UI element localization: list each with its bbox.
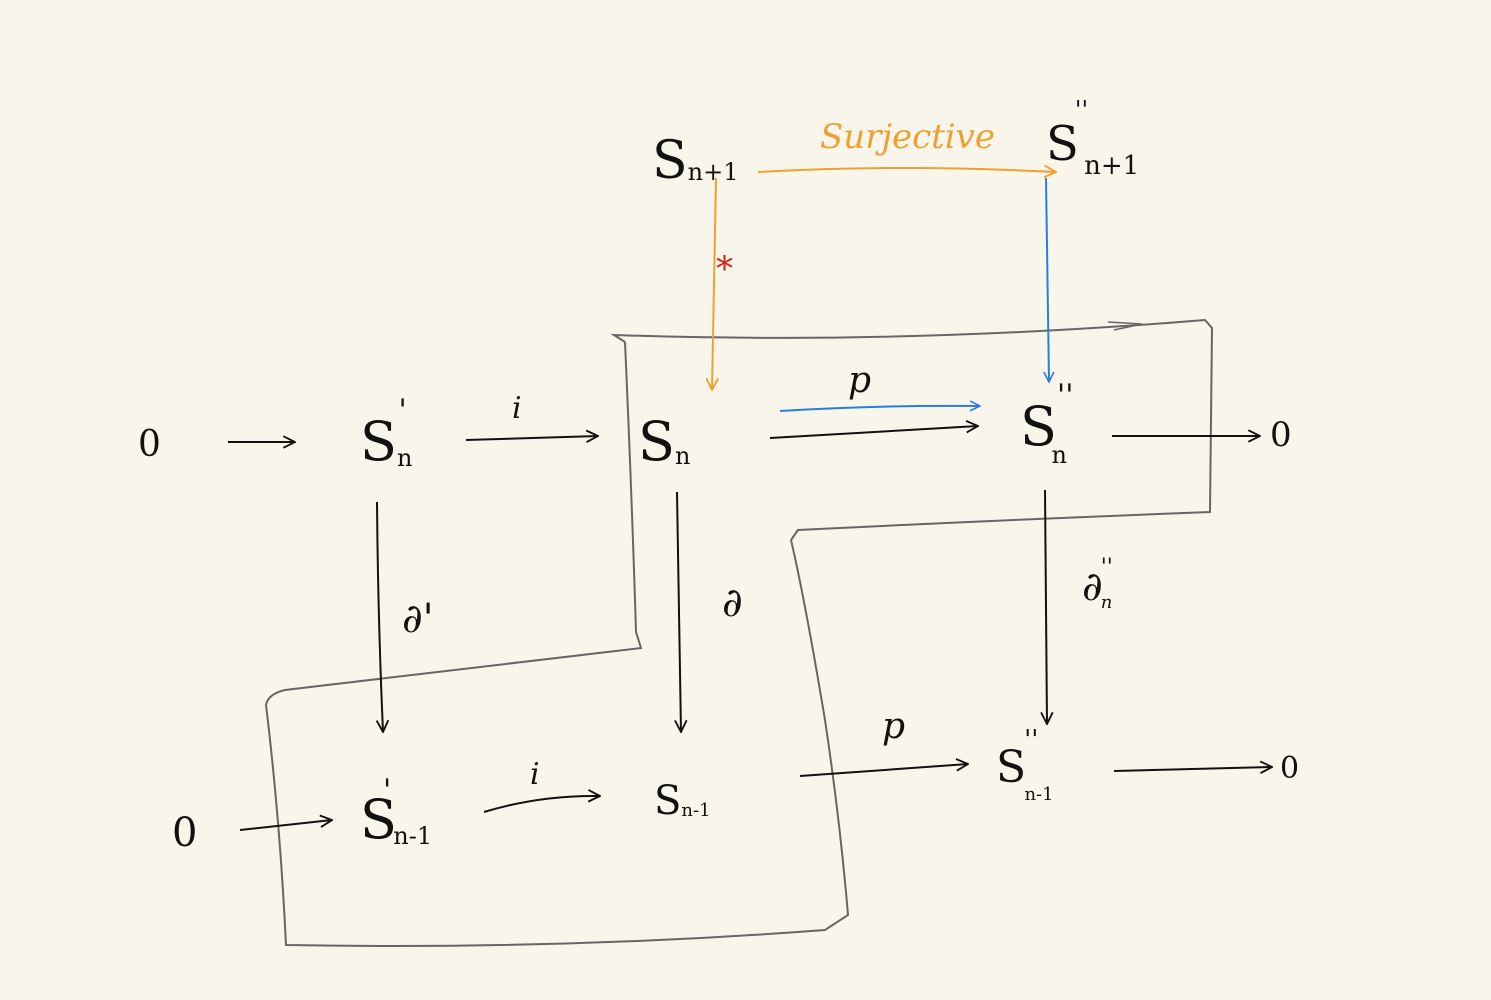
- arrow-d-dprime: [1045, 489, 1047, 724]
- snake-box-top-left-edge: [265, 341, 643, 706]
- arrow-0-to-Sn1-prime: [239, 820, 332, 831]
- label-i-top: i: [512, 391, 522, 426]
- node-Snp1: Sn+1: [652, 131, 738, 191]
- label-d: ∂: [722, 580, 743, 626]
- label-i-bottom: i: [530, 757, 540, 792]
- label-d-dprime: ∂''n: [1082, 555, 1113, 613]
- arrow-p-top: [769, 426, 978, 439]
- arrow-Sn1-dprime-to-0: [1113, 767, 1272, 771]
- node-Sn-dprime: S''n: [1020, 378, 1074, 469]
- label-p-top: p: [848, 360, 871, 401]
- node-Sn: Sn: [638, 410, 690, 473]
- arrow-d: [677, 491, 681, 732]
- label-d-prime: ∂': [402, 596, 434, 642]
- snake-box-corner-mark: [1107, 321, 1143, 331]
- snake-box-top: [610, 318, 1214, 541]
- label-p-bottom: p: [882, 706, 905, 747]
- node-Sn1-dprime: S''n-1: [996, 725, 1054, 805]
- blue-arrow-Sn-to-Sn-dprime: [779, 406, 980, 412]
- orange-arrow-surjective: [757, 168, 1056, 172]
- label-surjective: Surjective: [820, 117, 995, 157]
- node-Sn1-prime: S'n-1: [360, 773, 432, 851]
- arrow-p-bottom: [799, 764, 968, 777]
- red-star-mark: *: [716, 249, 733, 289]
- arrow-i-bottom: [483, 796, 600, 813]
- arrow-i-top: [465, 436, 598, 440]
- zero-left-bottom: 0: [172, 810, 197, 856]
- orange-arrow-down: [712, 177, 716, 390]
- zero-right-bottom: 0: [1280, 751, 1299, 786]
- zero-left-top: 0: [138, 424, 161, 465]
- zero-right-top: 0: [1270, 415, 1292, 455]
- snake-box-left-side: [265, 539, 850, 947]
- node-Sn-prime: Sn': [360, 393, 412, 473]
- node-Snp1-dprime: S''n+1: [1046, 96, 1139, 181]
- arrow-d-prime: [377, 501, 383, 732]
- node-Sn1: Sn-1: [654, 778, 711, 824]
- blue-arrow-down: [1046, 177, 1049, 382]
